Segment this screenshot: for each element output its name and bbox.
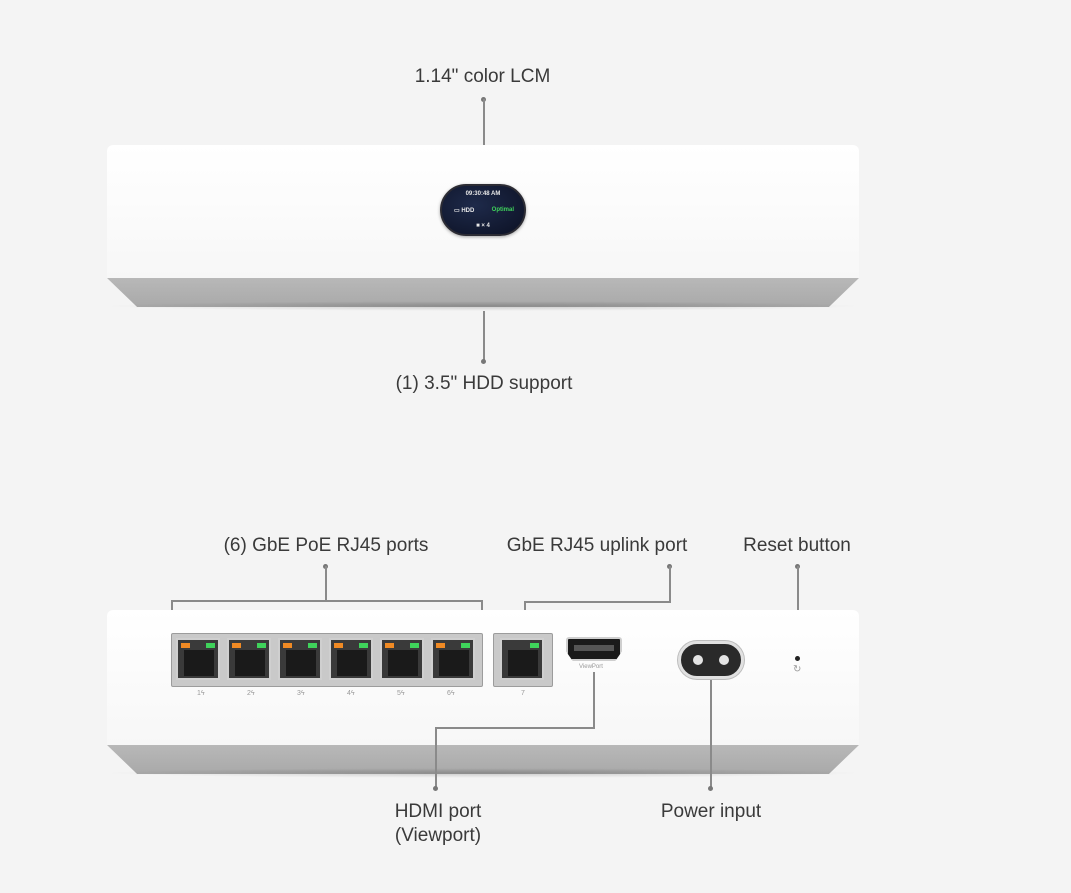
lcm-hdd-text: HDD: [461, 208, 475, 214]
led-green: [206, 643, 215, 648]
leader-line-hdmi-h: [435, 727, 595, 729]
led-orange: [385, 643, 394, 648]
led-orange: [436, 643, 445, 648]
label-hdd: (1) 3.5" HDD support: [395, 373, 573, 394]
leader-line-poe: [325, 566, 327, 601]
hdd-icon: ▭: [454, 208, 460, 214]
device-rear-shadow: [100, 768, 866, 778]
uplink-port-block: [493, 633, 553, 687]
label-uplink: GbE RJ45 uplink port: [506, 535, 688, 556]
led-green: [257, 643, 266, 648]
leader-line-hdmi-down: [435, 727, 437, 787]
port-cavity: [388, 650, 418, 676]
port-cavity: [286, 650, 316, 676]
led-orange: [232, 643, 241, 648]
rj45-port-5[interactable]: [380, 638, 424, 680]
power-pin-left: [693, 655, 703, 665]
reset-icon: ↻: [793, 664, 802, 675]
leader-dot-hdd: [481, 359, 486, 364]
rj45-port-2[interactable]: [227, 638, 271, 680]
label-power: Power input: [660, 801, 762, 822]
led-green: [530, 643, 539, 648]
led-orange: [283, 643, 292, 648]
lcm-hdd-label: ▭ HDD: [454, 207, 474, 214]
led-orange: [334, 643, 343, 648]
led-green: [410, 643, 419, 648]
rj45-port-4[interactable]: [329, 638, 373, 680]
poe-bolt-icon: ϟ: [200, 690, 205, 697]
port-number-7: 7: [521, 690, 525, 697]
hdmi-port[interactable]: [566, 637, 622, 661]
viewport-caption: ViewPort: [579, 664, 603, 670]
rj45-uplink-port[interactable]: [500, 638, 544, 680]
camera-icon: ■: [476, 223, 480, 229]
label-poe-ports: (6) GbE PoE RJ45 ports: [223, 535, 429, 556]
label-hdmi: HDMI port (Viewport): [365, 800, 511, 848]
port-cavity: [508, 650, 538, 676]
port-number-4: 4ϟ: [347, 690, 355, 697]
poe-bolt-icon: ϟ: [350, 690, 355, 697]
led-green: [308, 643, 317, 648]
leader-dot-power: [708, 786, 713, 791]
lcm-count-text: × 4: [481, 223, 490, 229]
leader-line-uplink-h: [524, 601, 671, 603]
rj45-port-3[interactable]: [278, 638, 322, 680]
poe-bolt-icon: ϟ: [250, 690, 255, 697]
rj45-port-6[interactable]: [431, 638, 475, 680]
port-number-6: 6ϟ: [447, 690, 455, 697]
led-green: [461, 643, 470, 648]
rj45-port-1[interactable]: [176, 638, 220, 680]
poe-bolt-icon: ϟ: [300, 690, 305, 697]
device-rear-base: [107, 745, 859, 774]
lcm-count: ■ × 4: [442, 223, 524, 229]
label-hdmi-line1: HDMI port: [394, 801, 482, 822]
lcm-display: 09:30:48 AM ▭ HDD Optimal ■ × 4: [440, 184, 526, 236]
label-lcm: 1.14" color LCM: [414, 66, 551, 87]
port-cavity: [235, 650, 265, 676]
reset-button[interactable]: [795, 656, 800, 661]
port-cavity: [337, 650, 367, 676]
poe-bolt-icon: ϟ: [400, 690, 405, 697]
label-reset: Reset button: [743, 535, 851, 556]
leader-line-hdmi-up: [593, 672, 595, 728]
power-input-socket[interactable]: [678, 641, 744, 679]
leader-line-lcm: [483, 99, 485, 185]
led-green: [359, 643, 368, 648]
leader-line-power: [710, 680, 712, 787]
lcm-status: Optimal: [491, 207, 514, 213]
port-number-2: 2ϟ: [247, 690, 255, 697]
leader-line-hdd: [483, 311, 485, 361]
label-hdmi-line2: (Viewport): [394, 825, 482, 846]
device-front-shadow: [100, 301, 866, 311]
leader-line-uplink-v: [669, 566, 671, 602]
leader-dot-hdmi: [433, 786, 438, 791]
hdmi-contacts: [574, 645, 614, 651]
power-pin-right: [719, 655, 729, 665]
port-cavity: [439, 650, 469, 676]
port-number-3: 3ϟ: [297, 690, 305, 697]
poe-port-block: [171, 633, 483, 687]
port-number-5: 5ϟ: [397, 690, 405, 697]
poe-bolt-icon: ϟ: [450, 690, 455, 697]
device-front-base: [107, 278, 859, 307]
led-orange: [181, 643, 190, 648]
port-number-1: 1ϟ: [197, 690, 205, 697]
lcm-time: 09:30:48 AM: [465, 191, 501, 197]
poe-bracket: [171, 600, 483, 602]
port-cavity: [184, 650, 214, 676]
